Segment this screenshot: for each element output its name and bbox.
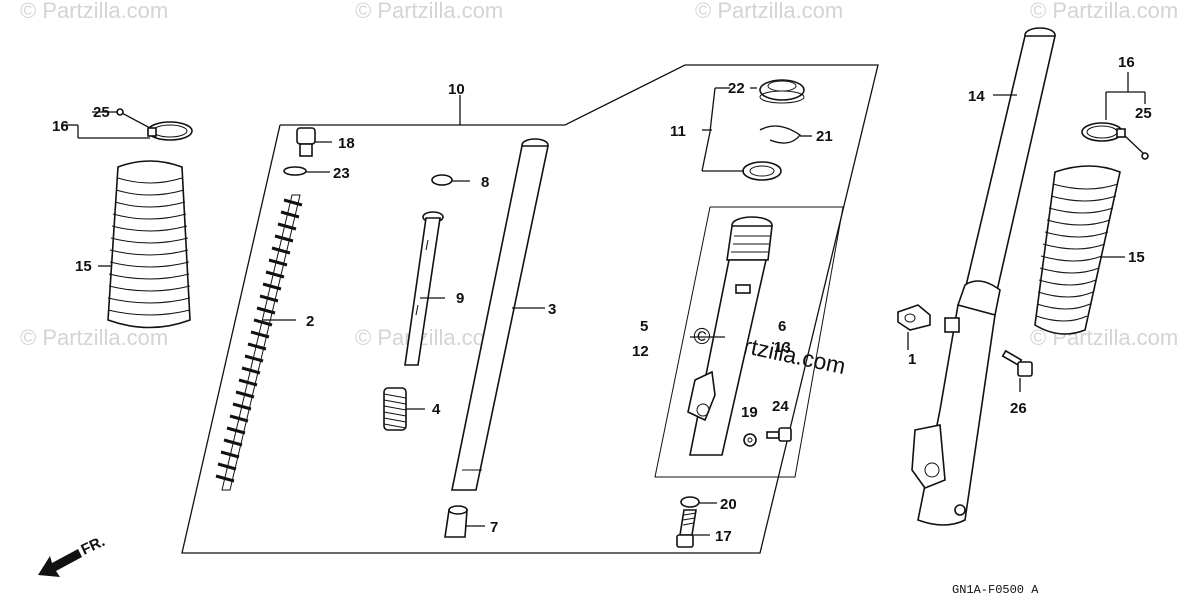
callout-12: 12 <box>632 343 649 360</box>
callout-24: 24 <box>772 398 789 415</box>
callout-13: 13 <box>774 339 791 356</box>
callout-3: 3 <box>548 301 556 318</box>
watermark: © Partzilla.com <box>355 0 503 23</box>
watermark: © Partzilla.com <box>355 325 503 350</box>
callout-labels: 1 2 3 4 5 6 7 8 9 10 11 12 13 14 15 15 1… <box>52 54 1152 545</box>
callout-25: 25 <box>1135 105 1152 122</box>
callout-22: 22 <box>728 80 745 97</box>
socket-bolt <box>676 509 697 548</box>
callout-25: 25 <box>93 104 110 121</box>
callout-8: 8 <box>481 174 489 191</box>
washer-bottom <box>680 496 700 508</box>
rebound-spring <box>383 387 407 431</box>
cable-clamp <box>897 304 931 331</box>
callout-2: 2 <box>306 313 314 330</box>
drain-bolt <box>766 427 792 442</box>
dust-boot-left <box>107 108 193 329</box>
callout-17: 17 <box>715 528 732 545</box>
callout-21: 21 <box>816 128 833 145</box>
callout-7: 7 <box>490 519 498 536</box>
callout-9: 9 <box>456 290 464 307</box>
callout-20: 20 <box>720 496 737 513</box>
watermark: © Partzilla.com <box>20 325 168 350</box>
callout-6: 6 <box>778 318 786 335</box>
callout-26: 26 <box>1010 400 1027 417</box>
callout-1: 1 <box>908 351 916 368</box>
fork-spring <box>215 194 303 491</box>
callout-10: 10 <box>448 81 465 98</box>
callout-19: 19 <box>741 404 758 421</box>
callout-23: 23 <box>333 165 350 182</box>
subgroup-boundary <box>654 206 844 478</box>
watermark: © Partzilla.com <box>1030 0 1178 23</box>
damper-rod <box>404 211 444 366</box>
front-direction-label: FR. <box>79 533 108 559</box>
callout-16: 16 <box>52 118 69 135</box>
washer <box>431 174 453 186</box>
dust-boot-right <box>1034 122 1149 335</box>
dust-seal <box>759 79 805 104</box>
callout-14: 14 <box>968 88 985 105</box>
callout-11: 11 <box>670 123 686 140</box>
callout-16: 16 <box>1118 54 1135 71</box>
callout-5: 5 <box>640 318 648 335</box>
fork-pipe <box>451 138 549 491</box>
fork-bolt <box>296 127 316 157</box>
callout-15: 15 <box>1128 249 1145 266</box>
flange-bolt <box>1001 349 1033 377</box>
watermark: © Partzilla.com <box>20 0 168 23</box>
oil-seal <box>742 161 782 181</box>
callout-18: 18 <box>338 135 355 152</box>
bottom-case <box>687 216 773 456</box>
oil-lock-piece <box>444 505 468 538</box>
callout-4: 4 <box>432 401 441 418</box>
front-direction-arrow: FR. <box>38 533 108 577</box>
snap-ring <box>759 125 801 144</box>
diagram-code: GN1A-F0500 A <box>952 583 1039 597</box>
fork-assembly <box>911 27 1057 526</box>
group-boundary <box>181 64 879 554</box>
watermark: © Partzilla.com <box>695 0 843 23</box>
sealing-washer <box>743 433 757 447</box>
o-ring <box>283 166 307 176</box>
callout-15: 15 <box>75 258 92 275</box>
